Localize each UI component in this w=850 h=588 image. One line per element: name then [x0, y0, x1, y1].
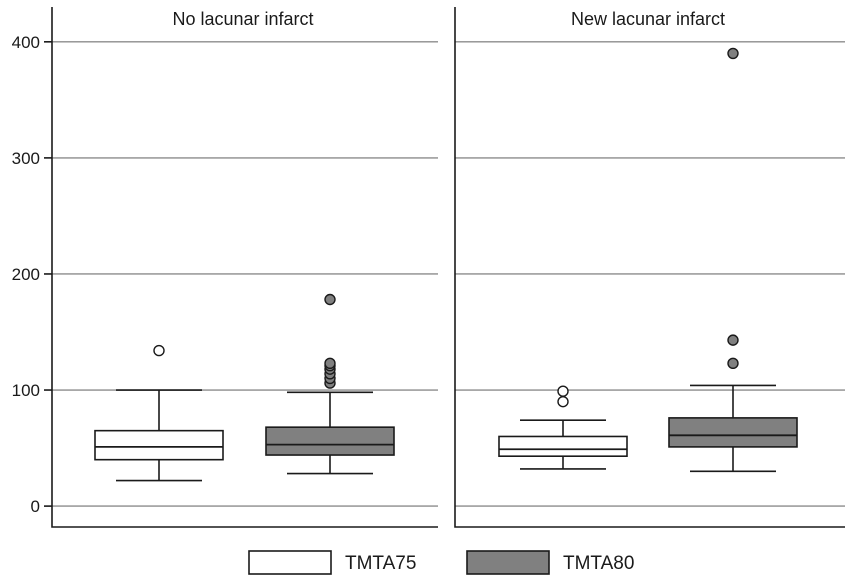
legend-swatch-tmta75 [248, 550, 332, 575]
y-tick-label-100: 100 [12, 381, 40, 400]
box-plots [94, 47, 798, 482]
panel1-tmta80-outlier-7 [324, 293, 336, 306]
panel2-tmta80-outlier-3 [727, 47, 739, 60]
panel2-tmta75-outlier-2 [557, 385, 569, 397]
panel-title-1: No lacunar infarct [172, 9, 313, 29]
y-tick-label-400: 400 [12, 33, 40, 52]
panel1-tmta80-outlier-6 [324, 357, 336, 370]
panel1-tmta75-box [94, 429, 224, 461]
panel2-tmta75-box [498, 435, 628, 457]
panel-axis-1 [51, 7, 438, 528]
legend: TMTA75 TMTA80 [248, 550, 634, 575]
y-tick-label-300: 300 [12, 149, 40, 168]
legend-label-tmta75: TMTA75 [345, 553, 416, 574]
panel-axis-2 [454, 7, 845, 528]
panel-titles: No lacunar infarct New lacunar infarct [172, 9, 725, 29]
y-tick-label-0: 0 [31, 497, 40, 516]
legend-swatch-tmta80 [466, 550, 550, 575]
legend-label-tmta80: TMTA80 [563, 553, 634, 574]
panel1-tmta80-box [265, 426, 395, 456]
panel-title-2: New lacunar infarct [571, 9, 725, 29]
y-tick-label-200: 200 [12, 265, 40, 284]
panel2-tmta80-box [668, 417, 798, 448]
panel2-tmta80-outlier-1 [727, 357, 739, 370]
panel1-tmta75-outlier-1 [153, 344, 165, 357]
panel2-tmta75-outlier-1 [557, 395, 569, 408]
axes: 0 100 200 300 400 [12, 7, 845, 528]
panel2-tmta80-outlier-2 [727, 334, 739, 346]
